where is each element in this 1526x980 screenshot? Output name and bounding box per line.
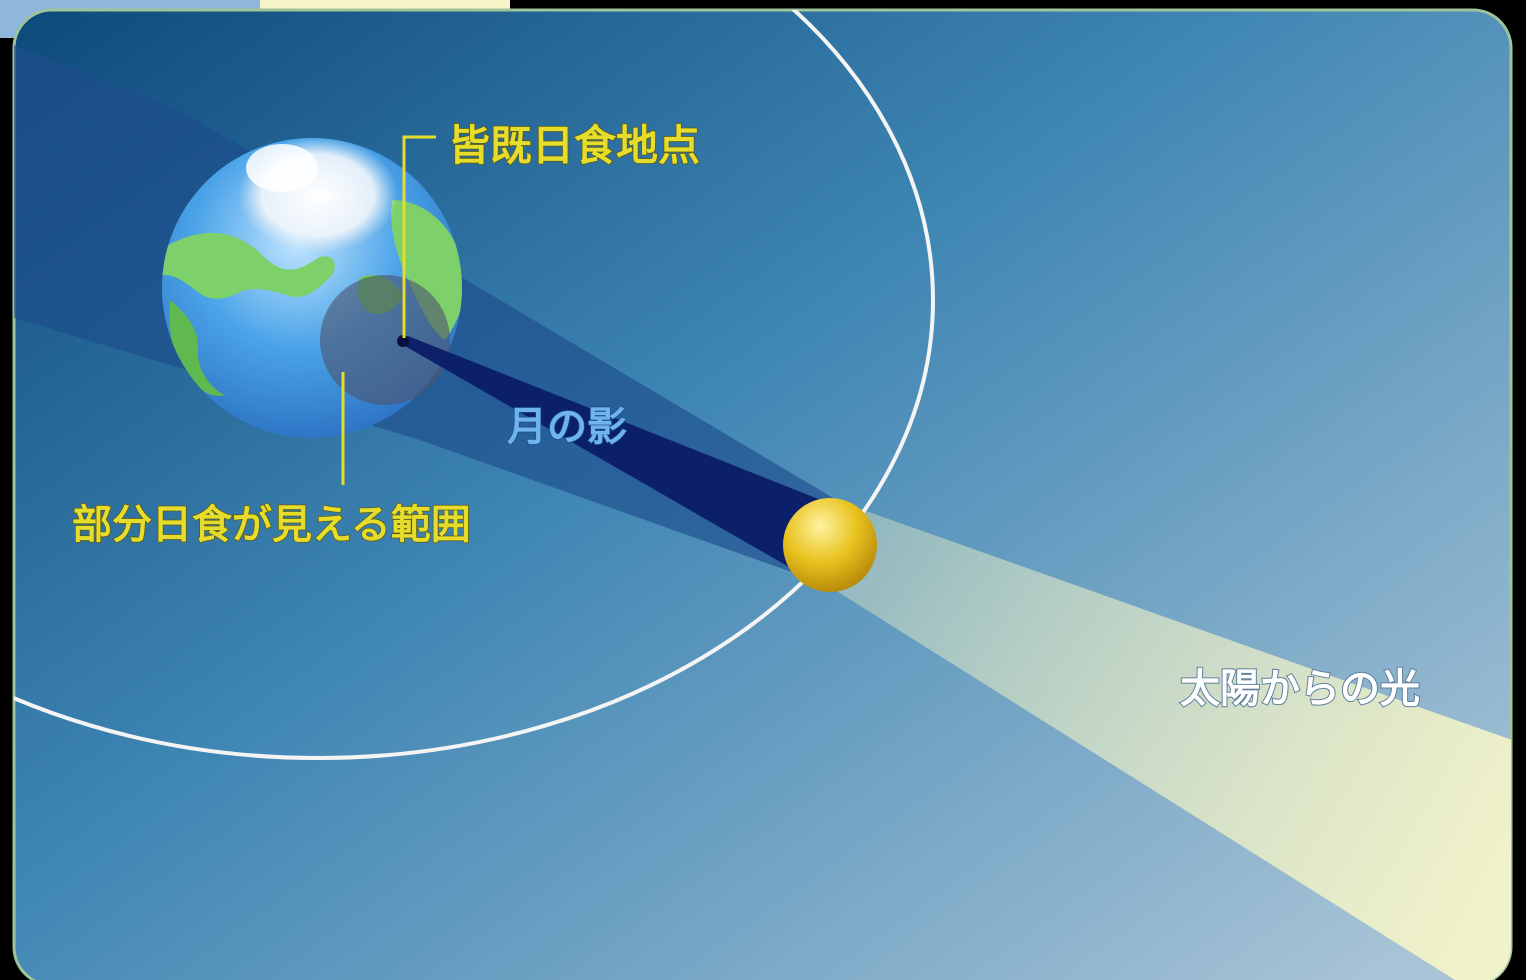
moon-icon xyxy=(783,498,877,592)
total-eclipse-spot xyxy=(397,335,409,347)
total-eclipse-point-label: 皆既日食地点 xyxy=(448,121,700,170)
moon-shadow-label: 月の影 xyxy=(507,404,627,450)
moon-orbit xyxy=(14,10,935,760)
sunlight-label: 太陽からの光 xyxy=(1180,666,1420,712)
frame-corner-cream xyxy=(260,0,510,10)
partial-eclipse-range-label: 部分日食が見える範囲 xyxy=(72,502,471,548)
sunlight-beam xyxy=(835,500,1511,980)
umbra-shadow xyxy=(398,336,836,578)
partial-eclipse-area xyxy=(320,275,450,405)
total-eclipse-leader-line xyxy=(402,135,436,338)
